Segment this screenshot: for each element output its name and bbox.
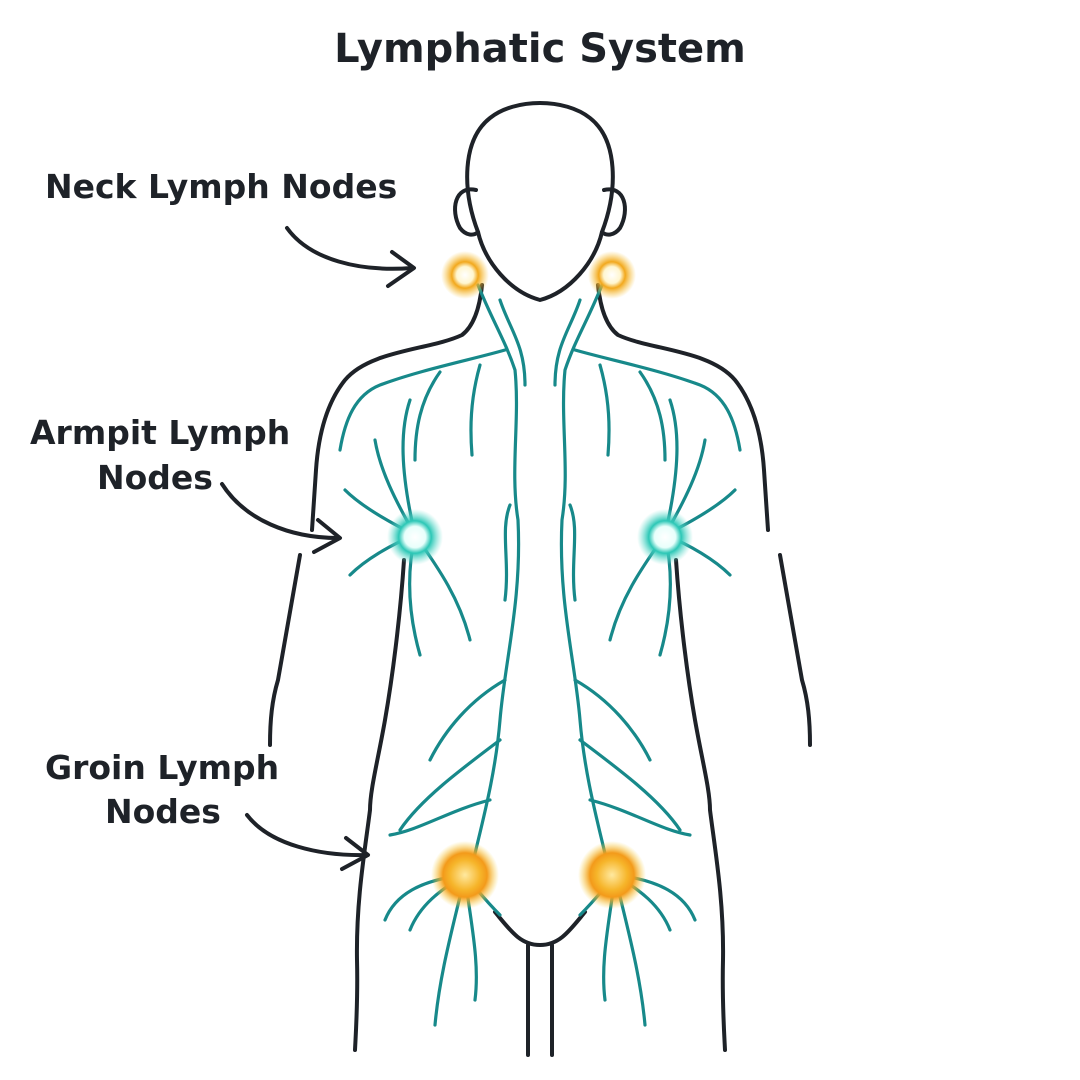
groin-node-left	[431, 841, 499, 909]
body-outline	[268, 101, 812, 1057]
neck-label: Neck Lymph Nodes	[45, 167, 397, 206]
groin-label-line1: Groin Lymph	[45, 748, 279, 787]
groin-lymph-nodes	[431, 841, 646, 909]
lymph-vessels	[338, 283, 742, 1027]
armpit-arrow	[220, 482, 342, 554]
diagram-title: Lymphatic System	[334, 26, 746, 72]
armpit-lymph-nodes	[387, 509, 693, 565]
neck-node-right	[588, 251, 636, 299]
neck-lymph-nodes	[441, 251, 636, 299]
neck-arrow	[285, 226, 416, 288]
groin-node-right	[578, 841, 646, 909]
neck-node-left	[441, 251, 489, 299]
armpit-node-left	[387, 509, 443, 565]
armpit-label-line2: Nodes	[97, 458, 213, 497]
armpit-node-right	[637, 509, 693, 565]
groin-label-line2: Nodes	[105, 792, 221, 831]
armpit-label-line1: Armpit Lymph	[30, 413, 290, 452]
groin-arrow	[245, 813, 370, 871]
